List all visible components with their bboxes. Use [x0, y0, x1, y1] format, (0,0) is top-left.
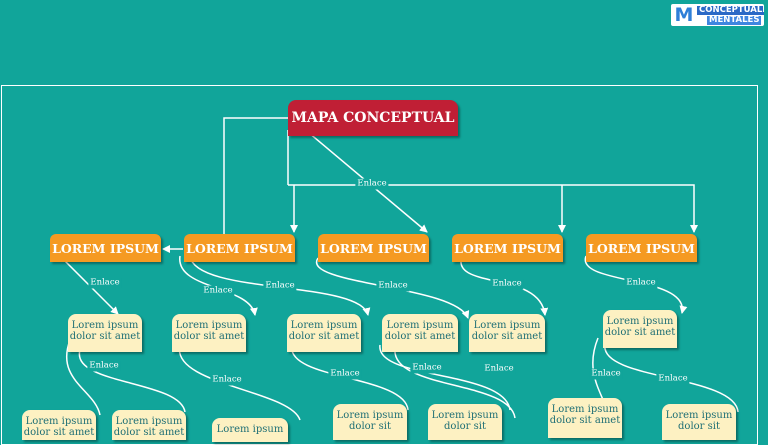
- connector-l1-b2: [78, 349, 186, 413]
- branch-node-1[interactable]: LOREM IPSUM: [50, 234, 161, 262]
- link-label: Enlace: [656, 373, 690, 385]
- logo-text-line1: CONCEPTUALES: [697, 6, 764, 15]
- leaf-node[interactable]: Lorem ipsum dolor sit amet: [548, 398, 622, 438]
- leaf-node[interactable]: Lorem ipsum dolor sit: [428, 404, 502, 440]
- link-label: Enlace: [490, 278, 524, 290]
- leaf-node[interactable]: Lorem ipsum dolor sit amet: [112, 410, 186, 440]
- branch-node-4[interactable]: LOREM IPSUM: [452, 234, 563, 262]
- link-label: Enlace: [355, 178, 389, 190]
- connector-root-branch2: [223, 117, 288, 234]
- connector-l4-b5: [379, 344, 511, 411]
- leaf-node[interactable]: Lorem ipsum: [212, 418, 288, 442]
- link-label: Enlace: [201, 285, 235, 297]
- link-label: Enlace: [88, 277, 122, 289]
- connector-l4-b5b: [394, 347, 516, 419]
- branch-node-3[interactable]: LOREM IPSUM: [318, 234, 429, 262]
- leaf-node[interactable]: Lorem ipsum dolor sit: [333, 404, 407, 440]
- connector-root-branch5: [562, 184, 698, 233]
- link-label: Enlace: [624, 277, 658, 289]
- logo-mark: M: [674, 4, 694, 26]
- logo-text-line2: MENTALES: [707, 15, 762, 25]
- link-label: Enlace: [263, 280, 297, 292]
- leaf-node[interactable]: Lorem ipsum dolor sit amet: [68, 314, 142, 352]
- link-label: Enlace: [376, 280, 410, 292]
- link-label: Enlace: [410, 362, 444, 374]
- concept-map-root[interactable]: MAPA CONCEPTUAL: [288, 100, 458, 136]
- branch-node-5[interactable]: LOREM IPSUM: [586, 234, 697, 262]
- leaf-node[interactable]: Lorem ipsum dolor sit amet: [382, 314, 458, 352]
- link-label: Enlace: [589, 368, 623, 380]
- leaf-node[interactable]: Lorem ipsum dolor sit amet: [22, 410, 96, 440]
- link-label: Enlace: [210, 374, 244, 386]
- link-label: Enlace: [328, 368, 362, 380]
- leaf-node[interactable]: Lorem ipsum dolor sit: [662, 404, 736, 440]
- link-label: Enlace: [87, 360, 121, 372]
- leaf-node[interactable]: Lorem ipsum dolor sit amet: [603, 310, 677, 348]
- link-label: Enlace: [482, 363, 516, 375]
- connector-l2-b3: [179, 344, 301, 421]
- connector-root-diagonal: [295, 121, 428, 233]
- brand-logo: M CONCEPTUALES MENTALES: [671, 4, 764, 26]
- leaf-node[interactable]: Lorem ipsum dolor sit amet: [287, 314, 361, 352]
- leaf-node[interactable]: Lorem ipsum dolor sit amet: [469, 314, 545, 352]
- leaf-node[interactable]: Lorem ipsum dolor sit amet: [172, 314, 246, 352]
- branch-node-2[interactable]: LOREM IPSUM: [184, 234, 295, 262]
- connector-l1-b1: [65, 339, 101, 416]
